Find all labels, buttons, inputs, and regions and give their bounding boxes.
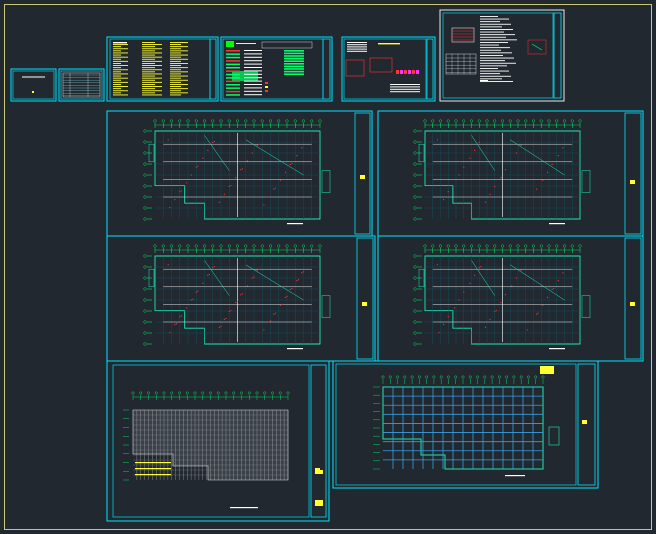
sheet-notes[interactable] — [106, 36, 219, 102]
floor-plan-2 — [413, 119, 591, 225]
sheet-system[interactable] — [341, 36, 436, 102]
floor-plan-4 — [413, 244, 591, 350]
floor-plan-5 — [123, 391, 323, 509]
details-drawing — [445, 16, 547, 82]
sheet-plan-3[interactable] — [106, 235, 376, 362]
sheet-legend[interactable] — [220, 36, 333, 102]
sheet-plan-4[interactable] — [377, 235, 644, 362]
catalog-table — [62, 72, 101, 98]
sheet-plan-5[interactable] — [106, 360, 330, 522]
model-space-border — [4, 4, 652, 530]
sheet-plan-2[interactable] — [377, 110, 644, 237]
sheet-details[interactable] — [439, 9, 565, 102]
sheet-catalog[interactable] — [58, 68, 105, 102]
title-block-mark — [360, 175, 365, 179]
title-block-mark — [582, 420, 587, 424]
legend-symbols — [226, 41, 313, 96]
floor-plan-3 — [143, 244, 331, 350]
floor-plan-6 — [373, 366, 560, 477]
sheet-plan-6[interactable] — [332, 360, 599, 489]
system-diagram — [345, 42, 420, 93]
floor-plan-1 — [143, 119, 331, 225]
sheet-cover[interactable] — [10, 68, 57, 102]
title-block-mark — [362, 302, 367, 306]
notes-text-block — [113, 42, 188, 96]
sheet-plan-1[interactable] — [106, 110, 373, 237]
title-block-mark — [315, 468, 320, 472]
title-block-mark — [630, 180, 635, 184]
title-block-mark — [630, 302, 635, 306]
